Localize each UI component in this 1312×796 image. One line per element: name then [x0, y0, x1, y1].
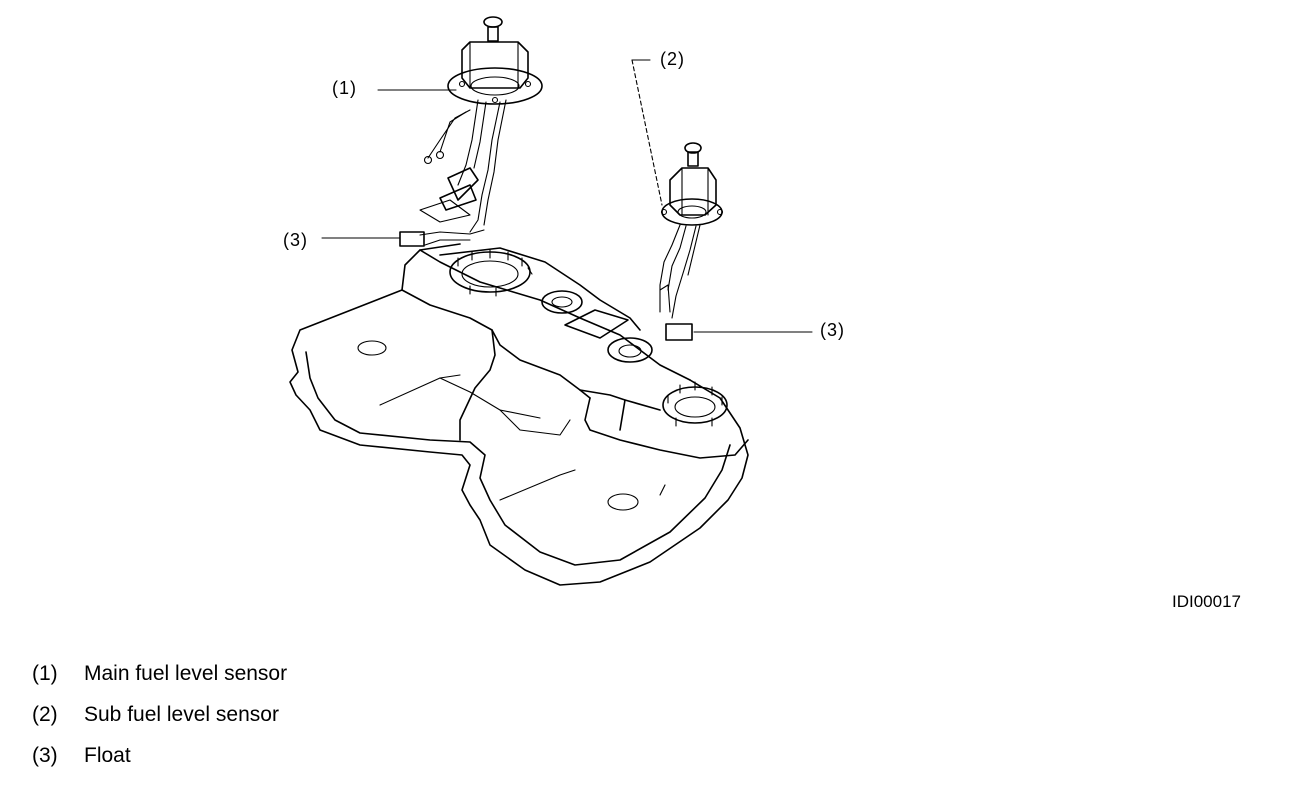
fuel-tank-drawing — [289, 16, 813, 586]
legend-label: Sub fuel level sensor — [84, 703, 279, 726]
legend-label: Main fuel level sensor — [84, 662, 288, 685]
legend-label: Float — [84, 744, 131, 767]
figure-id: IDI00017 — [1172, 592, 1241, 611]
callout-sub-sensor: (2) — [660, 49, 685, 69]
legend: (1) Main fuel level sensor (2) Sub fuel … — [32, 662, 287, 785]
callout-float-right: (3) — [820, 320, 845, 340]
legend-number: (2) — [32, 703, 58, 726]
leader-lines — [321, 59, 813, 333]
float-left — [399, 231, 425, 247]
legend-item: (3) Float — [32, 744, 287, 785]
legend-item: (2) Sub fuel level sensor — [32, 703, 287, 744]
main-sensor-opening — [449, 249, 533, 297]
float-right — [665, 323, 693, 341]
sub-sensor-opening — [662, 381, 728, 427]
fuel-tank — [289, 243, 749, 586]
callout-main-sensor: (1) — [332, 78, 357, 98]
sub-fuel-level-sensor — [659, 142, 724, 319]
main-fuel-level-sensor — [419, 16, 543, 246]
callout-float-left: (3) — [283, 230, 308, 250]
legend-number: (1) — [32, 662, 58, 685]
legend-number: (3) — [32, 744, 58, 767]
legend-item: (1) Main fuel level sensor — [32, 662, 287, 703]
fuel-tank-diagram: (1) (2) (3) (3) — [283, 16, 845, 586]
